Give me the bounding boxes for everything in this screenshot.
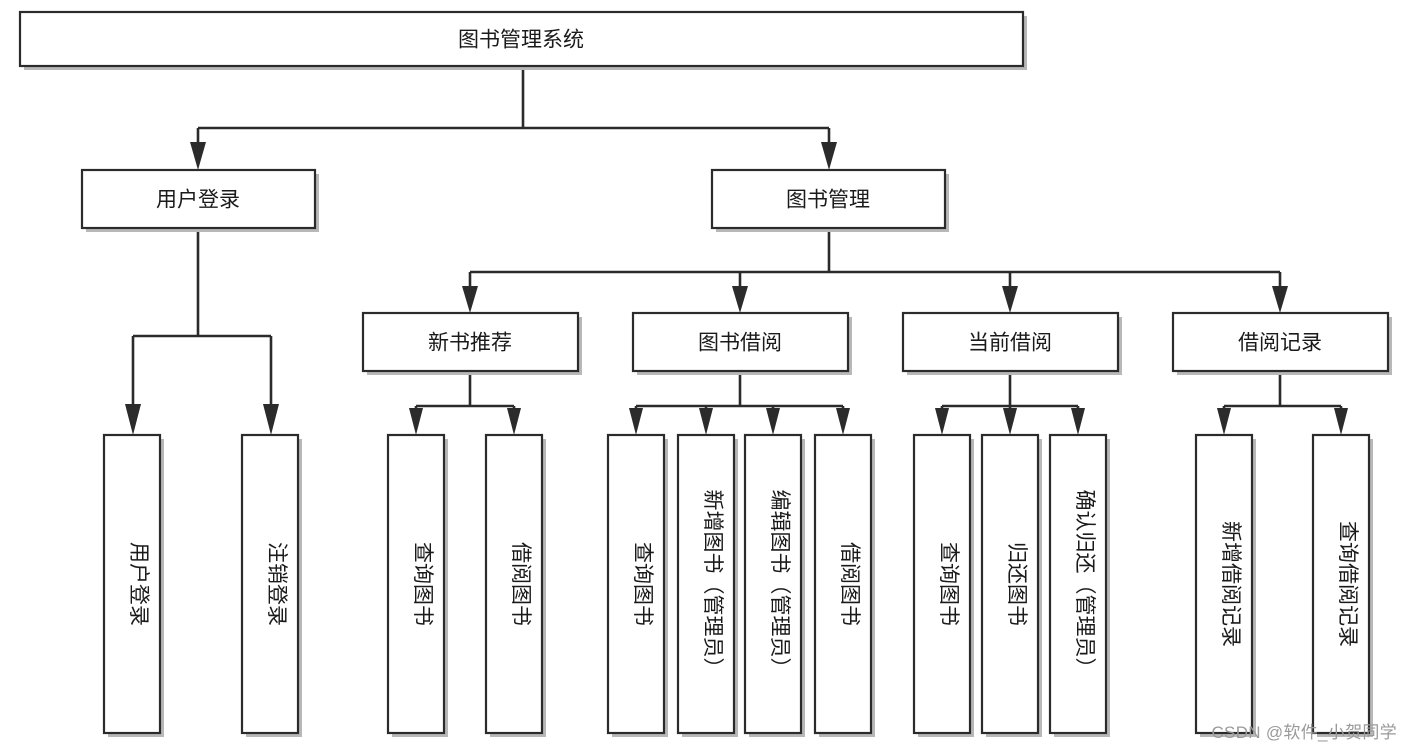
node-box [980,433,1040,735]
leaf-borrow-book-2-label: 借阅图书 [838,542,861,626]
leaf-query-book-1-label: 查询图书 [411,542,434,626]
node-box [606,433,666,735]
leaf-query-book-1[interactable]: 查询图书 [386,433,448,737]
node-box [386,433,446,735]
arrow-head-icon [190,142,206,170]
node-book-management[interactable]: 图书管理 [710,168,949,232]
node-box [18,10,1025,68]
leaf-query-book-3-label: 查询图书 [937,542,960,626]
leaf-user-login-label: 用户登录 [127,542,150,626]
arrow-head-icon [125,404,141,435]
leaf-confirm-return[interactable]: 确认归还（管理员） [1048,433,1110,737]
leaf-return-book[interactable]: 归还图书 [980,433,1042,737]
node-box [80,168,317,230]
leaf-return-book-label: 归还图书 [1005,542,1028,626]
arrow-head-icon [699,408,713,435]
node-box [743,433,803,735]
leaf-query-book-2-label: 查询图书 [631,542,654,626]
leaf-edit-book-label: 编辑图书（管理员） [768,490,791,679]
node-layer: 图书管理系统 用户登录 图书管理 新书推荐 图书借阅 当前借阅 [18,10,1392,737]
node-current-borrow-label: 当前借阅 [968,332,1052,355]
node-root[interactable]: 图书管理系统 [18,10,1027,70]
leaf-user-logout-label: 注销登录 [265,542,288,626]
node-new-book-recommend-label: 新书推荐 [428,332,512,355]
arrow-head-icon [409,408,423,435]
arrow-head-icon [462,286,478,313]
leaf-add-book-label: 新增图书（管理员） [701,490,724,679]
leaf-edit-book[interactable]: 编辑图书（管理员） [743,433,805,737]
node-box [710,168,947,230]
node-book-borrow-label: 图书借阅 [698,332,782,355]
node-box [361,311,580,373]
node-borrow-record[interactable]: 借阅记录 [1171,311,1392,375]
node-user-login-label: 用户登录 [156,189,240,212]
leaf-confirm-return-label: 确认归还（管理员） [1073,490,1096,679]
leaf-add-book[interactable]: 新增图书（管理员） [676,433,738,737]
node-box [102,433,162,735]
node-box [484,433,544,735]
node-box [676,433,736,735]
arrow-head-icon [507,408,521,435]
leaf-borrow-book-2[interactable]: 借阅图书 [813,433,875,737]
arrow-head-icon [629,408,643,435]
node-book-borrow[interactable]: 图书借阅 [631,311,852,375]
node-box [1194,433,1254,735]
node-root-label: 图书管理系统 [458,29,584,52]
leaf-add-borrow-record-label: 新增借阅记录 [1219,521,1242,647]
leaf-user-login[interactable]: 用户登录 [102,433,164,737]
node-user-login[interactable]: 用户登录 [80,168,319,232]
node-box [912,433,972,735]
node-box [631,311,850,373]
node-box [813,433,873,735]
arrow-head-icon [1272,286,1288,313]
arrow-head-icon [263,404,279,435]
arrow-head-icon [821,142,837,170]
leaf-borrow-book-1[interactable]: 借阅图书 [484,433,546,737]
arrow-head-icon [766,408,780,435]
leaf-borrow-book-1-label: 借阅图书 [509,542,532,626]
leaf-query-book-2[interactable]: 查询图书 [606,433,668,737]
node-box [240,433,300,735]
arrow-head-icon [836,408,850,435]
arrow-head-icon [1071,408,1085,435]
arrow-head-icon [935,408,949,435]
arrow-head-icon [732,286,748,313]
node-book-management-label: 图书管理 [786,189,870,212]
arrow-head-icon [1334,408,1348,435]
edge-layer [125,66,1348,435]
leaf-add-borrow-record[interactable]: 新增借阅记录 [1194,433,1256,737]
node-box [1311,433,1371,735]
node-box [1048,433,1108,735]
leaf-query-borrow-record[interactable]: 查询借阅记录 [1311,433,1373,737]
leaf-query-book-3[interactable]: 查询图书 [912,433,974,737]
leaf-user-logout[interactable]: 注销登录 [240,433,302,737]
node-box [1171,311,1390,373]
node-current-borrow[interactable]: 当前借阅 [901,311,1122,375]
arrow-head-icon [1217,408,1231,435]
node-borrow-record-label: 借阅记录 [1238,332,1322,355]
arrow-head-icon [1002,286,1018,313]
node-box [901,311,1120,373]
arrow-head-icon [1003,408,1017,435]
node-new-book-recommend[interactable]: 新书推荐 [361,311,582,375]
leaf-query-borrow-record-label: 查询借阅记录 [1336,521,1359,647]
